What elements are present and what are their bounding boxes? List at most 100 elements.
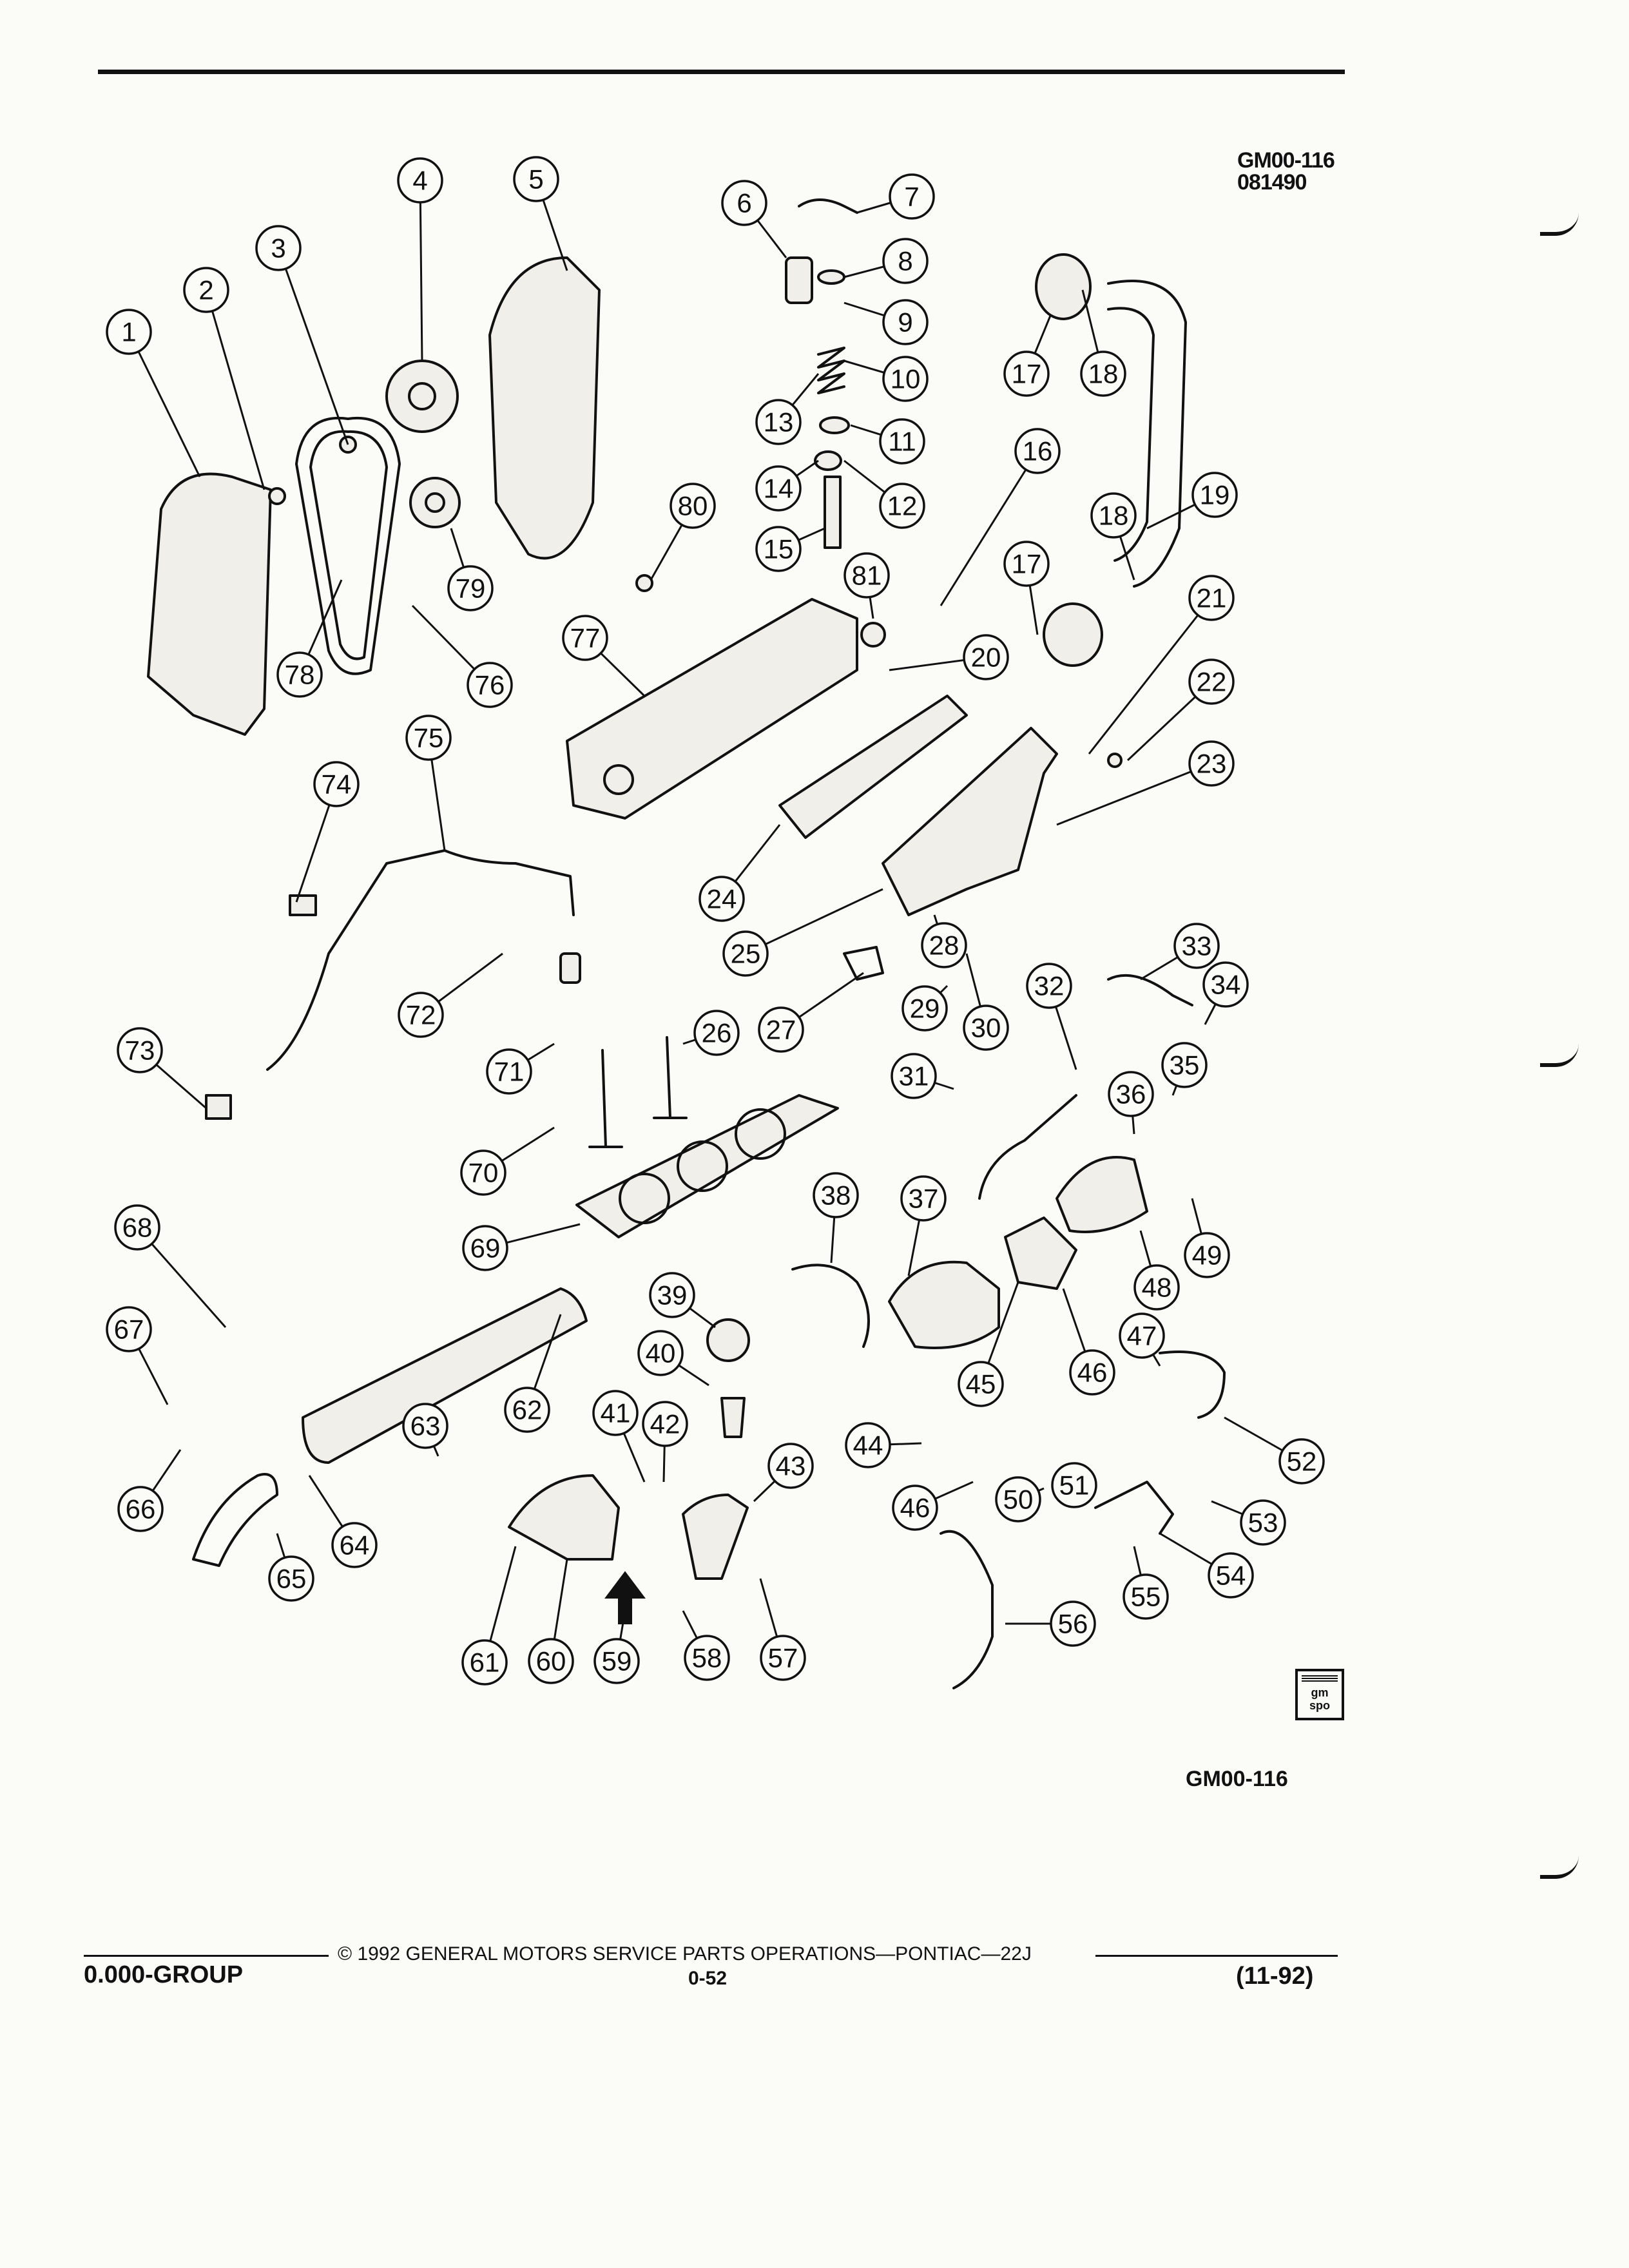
logo-bars	[1302, 1675, 1338, 1683]
rear-timing-cover	[488, 256, 601, 560]
callout-55: 55	[1123, 1573, 1169, 1620]
callout-circle	[892, 1485, 938, 1531]
hydraulic-lifter	[785, 256, 813, 304]
callout-27: 27	[758, 1006, 804, 1053]
callout-circle	[1003, 541, 1050, 587]
callout-circle	[467, 662, 513, 708]
callout-circle	[879, 418, 925, 465]
timing-belt-inner	[309, 430, 388, 660]
copyright-line: © 1992 GENERAL MOTORS SERVICE PARTS OPER…	[338, 1943, 1032, 1965]
manifold-nut	[1107, 753, 1123, 768]
callout-48: 48	[1133, 1264, 1180, 1311]
callout-78: 78	[276, 651, 323, 698]
callout-number: 9	[898, 307, 912, 338]
callout-circle	[462, 1225, 508, 1271]
callout-number: 68	[122, 1213, 153, 1243]
camshaft-sprocket	[385, 360, 459, 433]
callout-circle	[843, 552, 890, 599]
cylinder-head-port	[603, 764, 634, 795]
callout-circle	[901, 985, 948, 1032]
callout-circle	[106, 309, 152, 355]
binder-mark-top	[1540, 213, 1579, 236]
callout-41: 41	[592, 1390, 639, 1436]
coolant-pipe-lower	[940, 1530, 994, 1689]
sensor-block	[289, 894, 317, 916]
callout-circle	[183, 267, 229, 313]
callout-circle	[900, 1175, 947, 1222]
callout-number: 41	[601, 1398, 631, 1428]
callout-leader-2	[205, 289, 265, 490]
binder-mark-middle	[1540, 1044, 1579, 1067]
callout-circle	[1090, 492, 1137, 539]
callout-circle	[405, 715, 452, 761]
callout-58: 58	[684, 1635, 730, 1681]
plug	[860, 622, 886, 648]
water-pipe	[302, 1287, 588, 1464]
logo-spo: spo	[1309, 1699, 1330, 1712]
callout-circle	[592, 1390, 639, 1436]
callout-circle	[755, 526, 802, 572]
callout-74: 74	[313, 761, 360, 807]
callout-14: 14	[755, 465, 802, 512]
callout-number: 3	[271, 233, 285, 264]
pcv-grommet	[706, 1318, 750, 1362]
valve-guide	[824, 476, 842, 549]
callout-8: 8	[882, 238, 929, 284]
callout-79: 79	[447, 565, 494, 611]
callout-57: 57	[760, 1635, 806, 1681]
coolant-outlet-pipe	[791, 1264, 870, 1348]
coolant-pipe-upper	[978, 1094, 1077, 1200]
callout-circle	[649, 1272, 695, 1318]
callout-number: 65	[276, 1564, 307, 1594]
callout-circle	[699, 876, 745, 922]
callout-38: 38	[813, 1172, 859, 1218]
callout-12: 12	[879, 483, 925, 529]
callout-49: 49	[1184, 1232, 1230, 1278]
callout-circle	[255, 225, 302, 271]
callout-76: 76	[467, 662, 513, 708]
camshaft-sprocket-hub	[408, 382, 436, 410]
callout-number: 22	[1197, 667, 1227, 697]
callout-circle	[117, 1486, 164, 1532]
oil-pressure-switch	[205, 1094, 232, 1120]
callout-circle	[1278, 1438, 1325, 1485]
oil-pump-housing	[508, 1474, 620, 1561]
callout-circle	[1188, 575, 1235, 621]
tensioner-pulley	[409, 477, 461, 528]
callout-6: 6	[721, 180, 767, 226]
pipe-bracket	[559, 952, 581, 984]
top-rule	[98, 70, 1345, 74]
callout-circle	[684, 1635, 730, 1681]
callout-10: 10	[882, 356, 929, 402]
callout-circle	[117, 1027, 163, 1073]
callout-52: 52	[1278, 1438, 1325, 1485]
callout-number: 79	[456, 573, 486, 604]
callout-28: 28	[921, 922, 967, 968]
callout-70: 70	[460, 1149, 506, 1196]
callout-circle	[504, 1387, 550, 1433]
callout-circle	[402, 1403, 448, 1449]
callout-62: 62	[504, 1387, 550, 1433]
callout-number: 78	[285, 660, 315, 690]
callout-circle	[398, 992, 444, 1038]
callout-81: 81	[843, 552, 890, 599]
callout-circle	[1003, 351, 1050, 397]
callout-54: 54	[1208, 1552, 1254, 1599]
valve-spring-seat	[819, 416, 850, 434]
footer-rule-right	[1095, 1955, 1338, 1957]
callout-circle	[461, 1639, 508, 1686]
callout-43: 43	[767, 1443, 814, 1489]
cylinder-head	[566, 598, 858, 820]
callout-11: 11	[879, 418, 925, 465]
intake-hose	[1107, 280, 1187, 588]
callout-51: 51	[1051, 1462, 1097, 1508]
head-gasket-bore-3	[735, 1108, 786, 1160]
head-gasket-bore-2	[677, 1140, 728, 1192]
callout-circle	[397, 157, 443, 204]
callout-circle	[845, 1422, 891, 1468]
callout-47: 47	[1119, 1312, 1165, 1359]
oil-filler-neck	[720, 1397, 746, 1438]
callout-number: 33	[1182, 931, 1212, 961]
group-label: 0.000-GROUP	[84, 1961, 244, 1988]
callout-number: 34	[1211, 970, 1241, 1000]
